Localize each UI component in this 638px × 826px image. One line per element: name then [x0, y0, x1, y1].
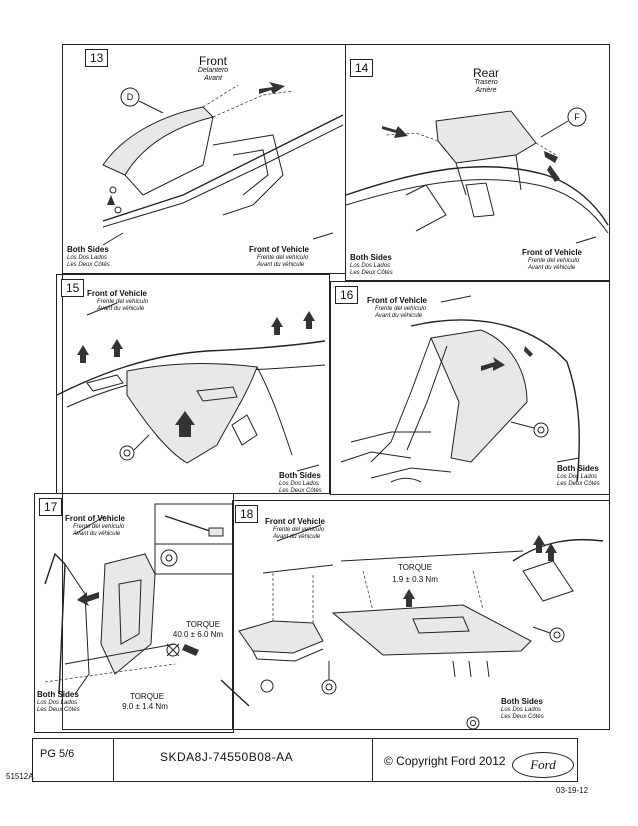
- front-of-vehicle-label: Front of Vehicle: [522, 248, 583, 257]
- step-number: 14: [350, 59, 374, 77]
- front-of-vehicle-label: Front of Vehicle: [87, 289, 148, 298]
- panel-13: 13 Front Delantero Avant D Both Sides Lo…: [62, 44, 346, 274]
- front-of-vehicle-label-fr: Avant du véhicule: [257, 262, 305, 268]
- front-of-vehicle-label-fr: Avant du véhicule: [73, 531, 121, 537]
- front-of-vehicle-label-es: Frente del vehículo: [375, 306, 427, 312]
- headliner-illustration: [56, 302, 326, 472]
- torque-value-upper: 40.0 ± 6.0 Nm: [172, 630, 224, 639]
- front-of-vehicle-label: Front of Vehicle: [265, 517, 326, 526]
- both-sides-label-es: Los Dos Lados: [350, 263, 391, 269]
- front-of-vehicle-label: Front of Vehicle: [249, 245, 310, 254]
- panel-17: 17 Front of Vehicle Frente del vehículo …: [34, 493, 274, 733]
- torque-value-lower: 9.0 ± 1.4 Nm: [122, 702, 168, 711]
- step-number: 16: [335, 286, 359, 304]
- rear-trim-illustration: [345, 107, 609, 244]
- document-date: 03-19-12: [556, 786, 589, 795]
- both-sides-label: Both Sides: [557, 464, 599, 473]
- front-of-vehicle-label: Front of Vehicle: [367, 296, 428, 305]
- both-sides-label-es: Los Dos Lados: [67, 255, 108, 261]
- front-of-vehicle-label: Front of Vehicle: [65, 514, 126, 523]
- ford-logo-text: Ford: [530, 757, 556, 772]
- torque-label-lower: TORQUE: [129, 692, 165, 701]
- front-of-vehicle-label-es: Frente del vehículo: [273, 527, 325, 533]
- step-number: 13: [85, 49, 109, 67]
- both-sides-label-fr: Les Deux Côtés: [557, 481, 600, 487]
- both-sides-label-fr: Les Deux Côtés: [501, 714, 544, 720]
- both-sides-label: Both Sides: [501, 697, 543, 706]
- front-of-vehicle-label-es: Frente del vehículo: [257, 255, 309, 261]
- front-of-vehicle-label-es: Frente del vehículo: [73, 524, 125, 530]
- both-sides-label: Both Sides: [279, 471, 321, 480]
- both-sides-label-es: Los Dos Lados: [279, 481, 320, 487]
- view-title-fr: Avant: [204, 75, 222, 82]
- front-trim-illustration: [102, 82, 344, 246]
- front-of-vehicle-label-fr: Avant du véhicule: [97, 306, 145, 312]
- both-sides-label: Both Sides: [67, 245, 109, 254]
- callout-letter: D: [126, 92, 134, 102]
- panel-15: 15 Front of Vehicle Frente del vehículo …: [56, 274, 330, 494]
- both-sides-label-fr: Les Deux Côtés: [67, 262, 110, 268]
- both-sides-label-fr: Les Deux Côtés: [279, 488, 322, 494]
- view-title-fr: Arrière: [475, 87, 497, 94]
- view-title: Front: [198, 54, 227, 68]
- both-sides-label-es: Los Dos Lados: [501, 707, 542, 713]
- page-number-box: [32, 738, 114, 782]
- torque-label: TORQUE: [397, 563, 433, 572]
- form-number: 51512A: [6, 772, 34, 781]
- view-title-es: Delantero: [197, 67, 229, 74]
- both-sides-label-fr: Les Deux Côtés: [37, 707, 80, 713]
- view-title: Rear: [472, 66, 499, 80]
- page-number: PG 5/6: [40, 748, 75, 760]
- pillar-bolt-illustration: [44, 503, 274, 707]
- panel-16: 16 Front of Vehicle Frente del vehículo …: [330, 281, 610, 495]
- both-sides-label-fr: Les Deux Côtés: [350, 270, 393, 276]
- both-sides-label: Both Sides: [37, 690, 79, 699]
- front-of-vehicle-label-fr: Avant du véhicule: [375, 313, 423, 319]
- step-number: 17: [39, 498, 63, 516]
- front-of-vehicle-label-es: Frente del vehículo: [528, 258, 580, 264]
- ford-logo: Ford: [512, 752, 574, 778]
- torque-value: 1.9 ± 0.3 Nm: [392, 575, 438, 584]
- step-number: 15: [61, 279, 85, 297]
- front-of-vehicle-label-fr: Avant du véhicule: [528, 265, 576, 271]
- both-sides-label-es: Los Dos Lados: [37, 700, 78, 706]
- document-number: SKDA8J-74550B08-AA: [160, 750, 294, 764]
- view-title-es: Trasero: [474, 79, 498, 86]
- visor-console-illustration: [238, 524, 604, 730]
- front-of-vehicle-label-fr: Avant du véhicule: [273, 534, 321, 540]
- panel-18: 18 Front of Vehicle Frente del vehículo …: [232, 500, 610, 730]
- both-sides-label: Both Sides: [350, 253, 392, 262]
- copyright-box: [372, 738, 578, 782]
- panel-14: 14 Rear Trasero Arrière F Both Sides Los…: [345, 44, 610, 281]
- front-of-vehicle-label-es: Frente del vehículo: [97, 299, 149, 305]
- callout-letter: F: [574, 112, 580, 122]
- both-sides-label-es: Los Dos Lados: [557, 474, 598, 480]
- copyright-text: © Copyright Ford 2012: [384, 754, 506, 768]
- b-pillar-illustration: [340, 295, 580, 483]
- step-number: 18: [235, 505, 259, 523]
- torque-label-upper: TORQUE: [185, 620, 221, 629]
